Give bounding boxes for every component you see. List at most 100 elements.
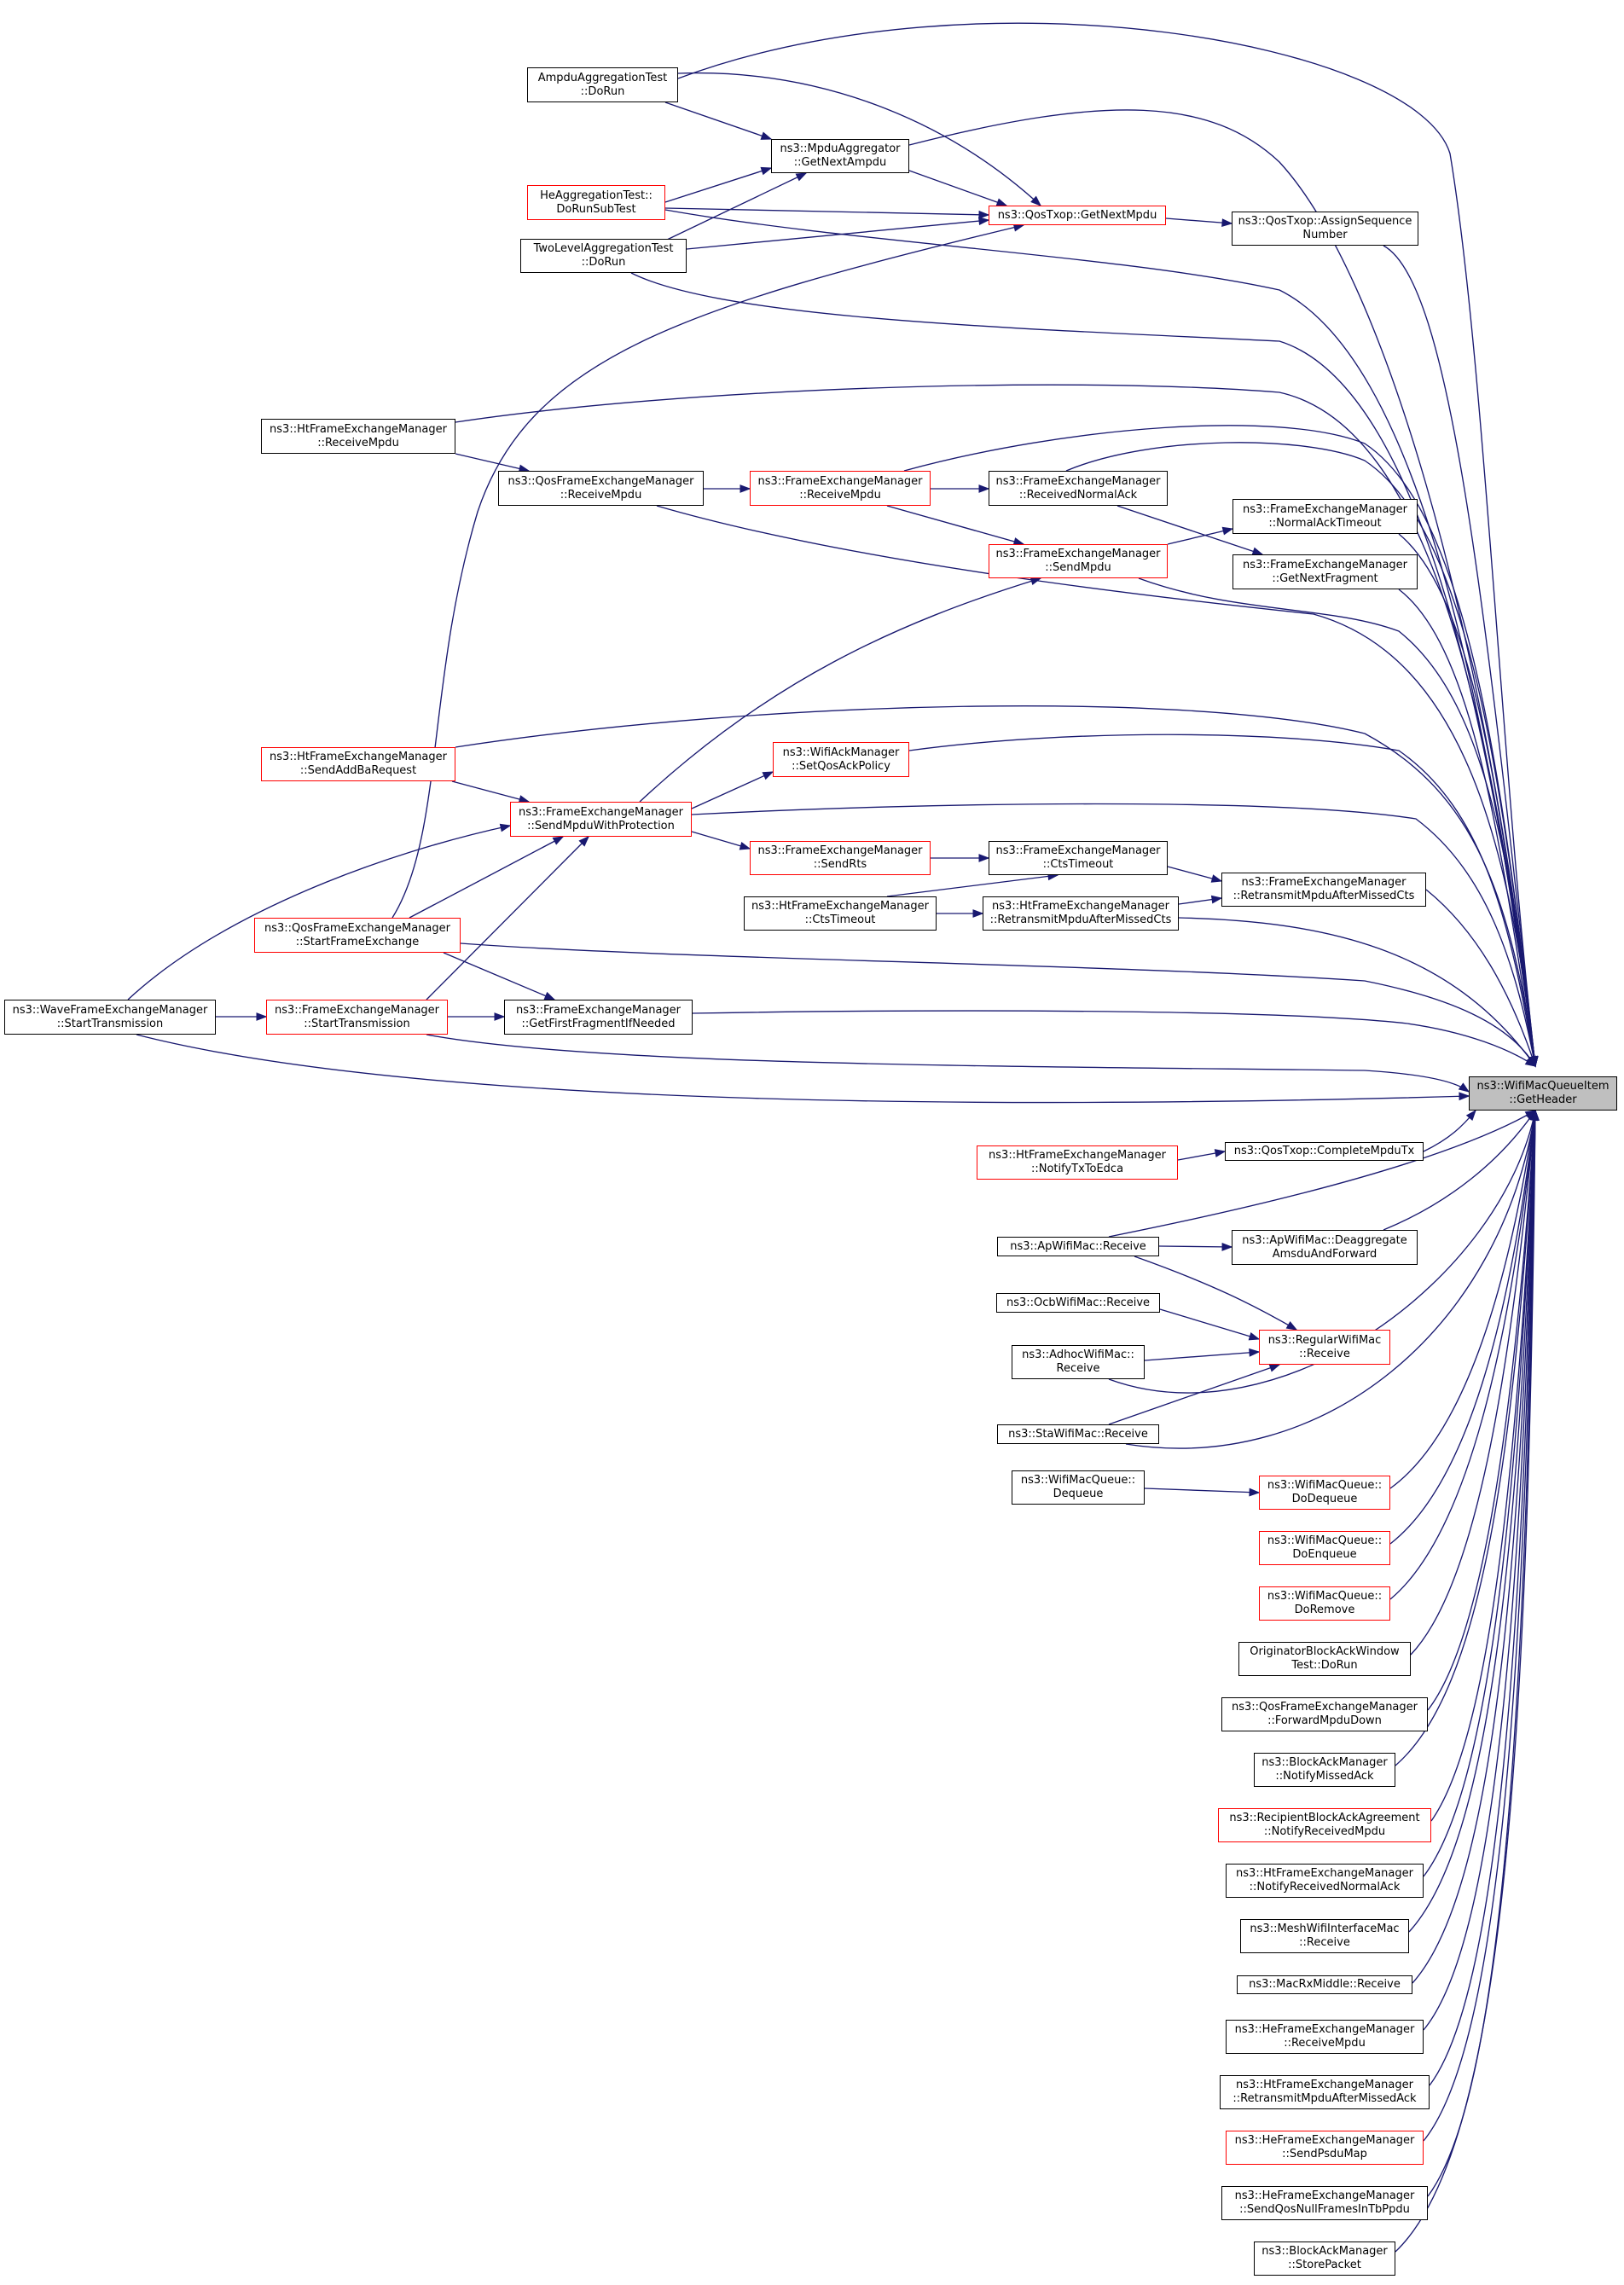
caller-node[interactable]: HeAggregationTest::DoRunSubTest — [527, 185, 665, 220]
caller-node[interactable]: ns3::FrameExchangeManager::NormalAckTime… — [1232, 499, 1418, 534]
node-label-line: ns3::HeFrameExchangeManager — [1234, 2134, 1415, 2147]
edge-line — [691, 771, 774, 809]
arrowhead-icon — [978, 854, 990, 862]
caller-node[interactable]: ns3::HeFrameExchangeManager::ReceiveMpdu — [1226, 2020, 1424, 2054]
caller-node[interactable]: ns3::FrameExchangeManager::StartTransmis… — [266, 1000, 448, 1035]
edge-n5-n0 — [1383, 245, 1539, 1068]
edge-line — [127, 825, 511, 1000]
node-label-line: ns3::HtFrameExchangeManager — [992, 900, 1169, 913]
edge-n3-n2 — [664, 166, 773, 203]
caller-node[interactable]: ns3::HtFrameExchangeManager::CtsTimeout — [744, 896, 937, 931]
focus-node: ns3::WifiMacQueueItem::GetHeader — [1469, 1076, 1617, 1111]
caller-node[interactable]: ns3::FrameExchangeManager::SendRts — [750, 841, 931, 875]
node-label-line: ns3::FrameExchangeManager — [995, 844, 1161, 857]
caller-node[interactable]: ns3::FrameExchangeManager::GetNextFragme… — [1232, 554, 1418, 589]
caller-node[interactable]: ns3::QosFrameExchangeManager::ReceiveMpd… — [498, 471, 704, 506]
edge-n39-n0 — [1427, 1109, 1540, 1711]
node-label-line: DoEnqueue — [1292, 1548, 1357, 1561]
edge-line — [677, 22, 1536, 1067]
node-label-line: ::ReceivedNormalAck — [1018, 488, 1138, 502]
caller-node[interactable]: ns3::HtFrameExchangeManager::SendAddBaRe… — [261, 747, 455, 781]
caller-node[interactable]: ns3::WifiAckManager::SetQosAckPolicy — [773, 742, 909, 777]
node-label-line: TwoLevelAggregationTest — [533, 242, 674, 255]
arrowhead-icon — [978, 484, 990, 493]
caller-node[interactable]: ns3::WifiMacQueue::DoEnqueue — [1259, 1531, 1390, 1565]
caller-node[interactable]: TwoLevelAggregationTest::DoRun — [520, 239, 687, 273]
caller-node[interactable]: ns3::HtFrameExchangeManager::RetransmitM… — [1220, 2075, 1430, 2109]
caller-node[interactable]: AmpduAggregationTest::DoRun — [527, 67, 678, 102]
edge-line — [886, 505, 1024, 545]
caller-node[interactable]: ns3::OcbWifiMac::Receive — [996, 1293, 1160, 1313]
arrowhead-icon — [1249, 1348, 1261, 1357]
caller-node[interactable]: ns3::BlockAckManager::NotifyMissedAck — [1254, 1753, 1395, 1787]
node-label-line: HeAggregationTest:: — [540, 188, 652, 202]
caller-node[interactable]: ns3::QosFrameExchangeManager::StartFrame… — [254, 918, 461, 953]
edge-n8-n9 — [704, 484, 751, 493]
caller-node[interactable]: ns3::WifiMacQueue::DoRemove — [1259, 1586, 1390, 1621]
caller-node[interactable]: ns3::RecipientBlockAckAgreement::NotifyR… — [1218, 1808, 1431, 1842]
node-label-line: ns3::HeFrameExchangeManager — [1234, 2023, 1415, 2036]
node-label-line: ::StartTransmission — [56, 1017, 164, 1030]
arrowhead-icon — [995, 198, 1008, 206]
caller-node[interactable]: ns3::HeFrameExchangeManager::SendPsduMap — [1226, 2131, 1424, 2165]
node-label-line: ns3::ApWifiMac::Deaggregate — [1242, 1233, 1407, 1247]
edge-n34-n35 — [1144, 1488, 1261, 1497]
edge-n1-n4 — [677, 72, 1042, 206]
caller-node[interactable]: ns3::MpduAggregator::GetNextAmpdu — [771, 139, 909, 173]
caller-node[interactable]: ns3::QosFrameExchangeManager::ForwardMpd… — [1221, 1697, 1428, 1731]
edge-n16-n17 — [691, 831, 751, 850]
node-label-line: Test::DoRun — [1291, 1659, 1358, 1672]
edge-n26-n27 — [1177, 1149, 1227, 1161]
edge-line — [1108, 1110, 1536, 1238]
caller-node[interactable]: ns3::HtFrameExchangeManager::NotifyTxToE… — [977, 1145, 1178, 1180]
node-label-line: ns3::MeshWifiInterfaceMac — [1250, 1923, 1400, 1935]
caller-node[interactable]: ns3::MacRxMiddle::Receive — [1237, 1975, 1412, 1994]
node-label-line: ns3::QosTxop::CompleteMpduTx — [1233, 1145, 1415, 1157]
caller-node[interactable]: ns3::FrameExchangeManager::SendMpdu — [989, 544, 1168, 578]
caller-node[interactable]: ns3::FrameExchangeManager::ReceiveMpdu — [750, 471, 931, 506]
caller-node[interactable]: ns3::WifiMacQueue::Dequeue — [1012, 1470, 1145, 1505]
caller-node[interactable]: ns3::StaWifiMac::Receive — [997, 1424, 1159, 1444]
node-label-line: ns3::FrameExchangeManager — [1241, 876, 1406, 889]
edge-line — [639, 577, 1041, 803]
caller-node[interactable]: ns3::QosTxop::GetNextMpdu — [989, 206, 1166, 225]
node-label-line: ns3::FrameExchangeManager — [757, 474, 923, 488]
edge-line — [1423, 1110, 1536, 2142]
edge-line — [1383, 245, 1536, 1067]
edge-line — [409, 836, 564, 919]
arrowhead-icon — [1248, 1331, 1261, 1341]
caller-node[interactable]: ns3::BlockAckManager::StorePacket — [1254, 2242, 1395, 2276]
caller-node[interactable]: ns3::FrameExchangeManager::SendMpduWithP… — [510, 802, 692, 837]
caller-node[interactable]: ns3::FrameExchangeManager::ReceivedNorma… — [989, 471, 1168, 506]
caller-node[interactable]: ns3::FrameExchangeManager::CtsTimeout — [989, 841, 1168, 875]
caller-node[interactable]: ns3::HtFrameExchangeManager::RetransmitM… — [983, 896, 1179, 931]
node-label-line: ns3::FrameExchangeManager — [518, 805, 684, 819]
edge-n14-n16 — [451, 780, 531, 803]
node-label-line: ns3::AdhocWifiMac:: — [1022, 1348, 1134, 1361]
caller-node[interactable]: ns3::HtFrameExchangeManager::NotifyRecei… — [1226, 1864, 1424, 1898]
node-label-line: ::DoRun — [580, 84, 625, 98]
caller-node[interactable]: ns3::FrameExchangeManager::GetFirstFragm… — [504, 1000, 693, 1035]
caller-node[interactable]: ns3::MeshWifiInterfaceMac::Receive — [1240, 1919, 1409, 1953]
node-label-line: ns3::FrameExchangeManager — [995, 474, 1161, 488]
node-label-line: ::CtsTimeout — [1042, 858, 1114, 871]
caller-node[interactable]: ns3::ApWifiMac::Receive — [997, 1237, 1159, 1256]
caller-node[interactable]: ns3::FrameExchangeManager::RetransmitMpd… — [1221, 873, 1426, 907]
node-label-line: ns3::QosTxop::AssignSequence — [1238, 215, 1412, 228]
caller-node[interactable]: ns3::HeFrameExchangeManager::SendQosNull… — [1221, 2186, 1428, 2220]
caller-node[interactable]: ns3::QosTxop::CompleteMpduTx — [1225, 1142, 1424, 1161]
edge-line — [664, 167, 772, 203]
arrowhead-icon — [1210, 895, 1223, 904]
caller-node[interactable]: ns3::HtFrameExchangeManager::ReceiveMpdu — [261, 419, 455, 454]
caller-node[interactable]: ns3::RegularWifiMac::Receive — [1259, 1330, 1390, 1365]
caller-node[interactable]: ns3::AdhocWifiMac::Receive — [1012, 1345, 1145, 1379]
node-label-line: ns3::HtFrameExchangeManager — [989, 1149, 1166, 1162]
caller-node[interactable]: ns3::WifiMacQueue::DoDequeue — [1259, 1476, 1390, 1510]
edge-n7-n8 — [455, 453, 531, 473]
edge-line — [886, 874, 1058, 897]
edge-line — [1134, 1256, 1297, 1331]
caller-node[interactable]: ns3::WaveFrameExchangeManager::StartTran… — [4, 1000, 216, 1035]
